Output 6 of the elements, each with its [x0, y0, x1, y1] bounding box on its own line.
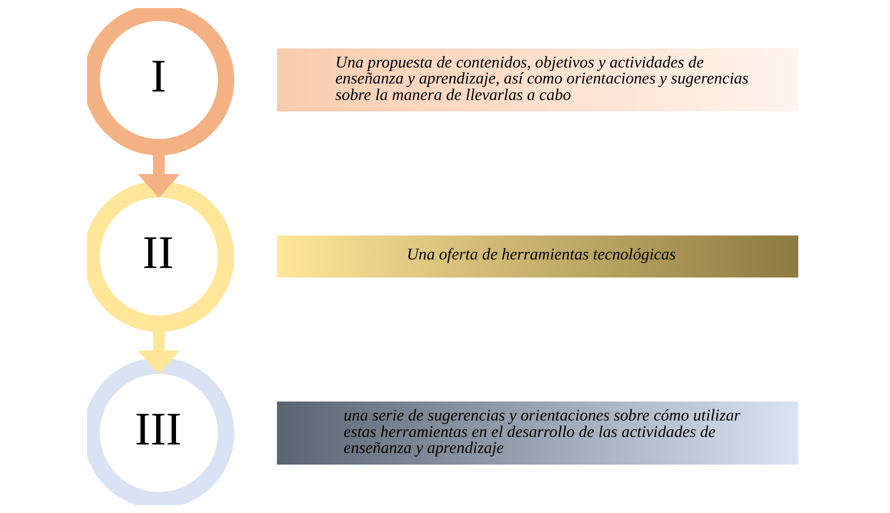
node-box: una serie de sugerencias y orientaciones sobre cómo utilizar estas herramientas en el desarrollo de las actividades de enseñanza y aprendizaje: [276, 401, 798, 465]
node-circle: II: [87, 181, 234, 332]
node-circle: I: [87, 8, 234, 156]
node-box: Una propuesta de contenidos, objetivos y actividades de enseñanza y aprendizaje, así como orientaciones y sugerencias sobre la manera de llevarlas a cabo: [276, 48, 798, 112]
node-circle: III: [87, 358, 234, 505]
node-box: Una oferta de herramientas tecnológicas: [276, 235, 798, 278]
